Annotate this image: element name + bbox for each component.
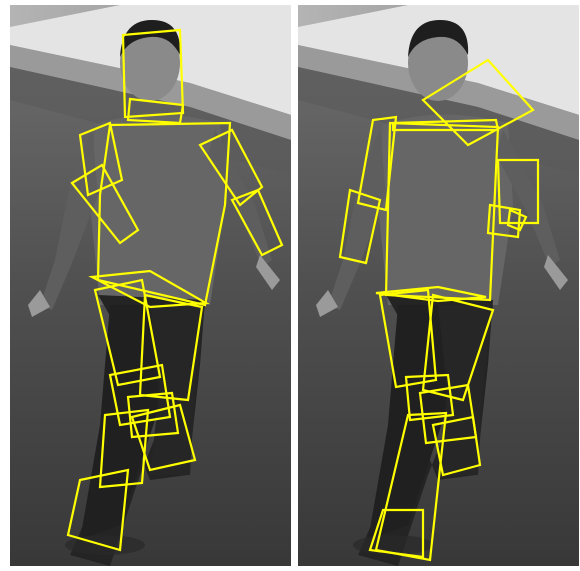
hair — [408, 20, 469, 57]
box-right-upper-arm — [496, 158, 540, 225]
part-boxes-left — [66, 28, 284, 552]
right-arm — [208, 130, 272, 267]
box-right-hand — [486, 203, 522, 239]
box-right-thigh — [138, 293, 204, 402]
box-right-thigh — [421, 293, 495, 402]
box-left-shin — [98, 408, 150, 489]
box-pelvis — [375, 285, 487, 303]
left-leg — [368, 305, 448, 540]
box-pelvis — [88, 269, 210, 309]
box-left-knee — [404, 373, 455, 422]
panel-left-canvas — [10, 5, 291, 566]
panel-right-canvas — [298, 5, 579, 566]
right-hand-skin — [544, 255, 568, 290]
box-left-foot — [368, 508, 425, 559]
box-right-knee — [126, 391, 180, 439]
box-left-lower-arm — [338, 188, 382, 265]
box-left-knee — [108, 363, 172, 427]
box-left-foot — [66, 468, 130, 552]
torso — [90, 114, 225, 305]
left-forearm-skin — [28, 290, 50, 317]
left-forearm-skin — [316, 290, 338, 317]
person-right — [316, 20, 568, 566]
head — [120, 25, 180, 101]
part-boxes-right — [338, 58, 540, 562]
person-left — [28, 20, 280, 566]
hair — [120, 20, 181, 57]
left-arm — [328, 130, 386, 310]
box-right-shin — [130, 403, 197, 472]
torso — [378, 114, 513, 305]
box-left-thigh — [378, 288, 438, 389]
panel-left — [10, 5, 291, 566]
box-right-hand-inner — [506, 208, 528, 232]
right-hand-skin — [256, 255, 280, 290]
box-left-lower-arm — [70, 163, 140, 245]
box-torso — [384, 121, 500, 302]
right-leg — [150, 305, 205, 475]
box-right-shin — [431, 415, 482, 477]
panel-right — [298, 5, 579, 566]
box-right-upper-arm — [198, 128, 264, 207]
right-arm — [496, 130, 560, 267]
box-left-upper-arm — [356, 115, 398, 212]
box-left-shin — [374, 411, 448, 562]
box-torso — [96, 121, 232, 307]
box-head — [121, 28, 185, 119]
box-left-thigh — [93, 278, 162, 387]
box-right-lower-arm — [230, 188, 284, 257]
